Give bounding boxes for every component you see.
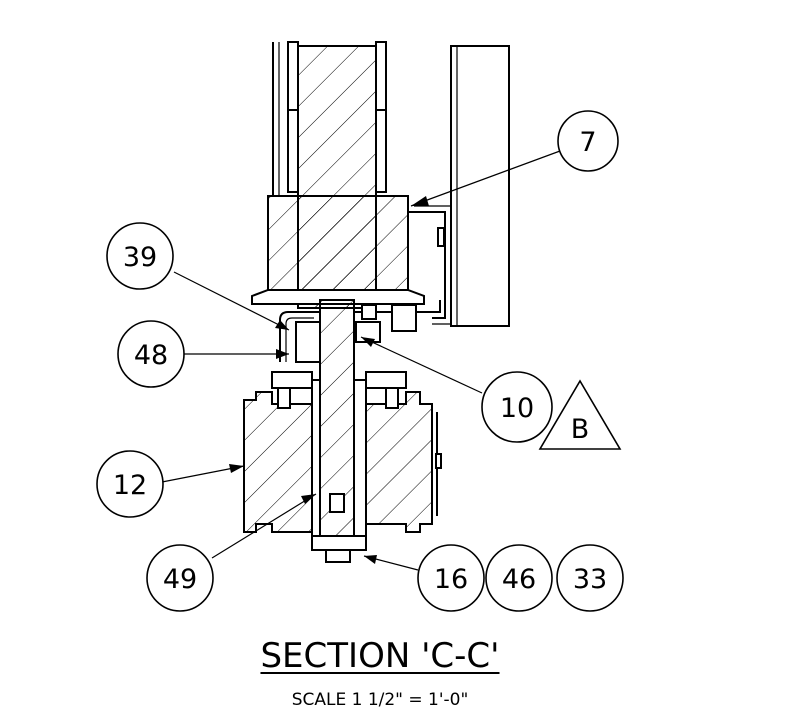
scale-note: SCALE 1 1/2" = 1'-0" (291, 690, 469, 710)
callout-10: 10 (481, 371, 553, 443)
detail-triangle-b: B (538, 379, 622, 450)
callout-12-label: 12 (113, 470, 147, 501)
callout-46: 46 (485, 544, 553, 612)
callout-48-label: 48 (134, 340, 168, 371)
callout-39-label: 39 (123, 242, 157, 273)
detail-ref-label: B (571, 414, 590, 445)
sleeve-and-bolt (311, 379, 367, 563)
callout-49-label: 49 (163, 564, 197, 595)
callout-10-label: 10 (500, 393, 534, 424)
callout-33-label: 33 (573, 564, 607, 595)
callout-33: 33 (556, 544, 624, 612)
leader-lines (161, 150, 561, 571)
callout-16-label: 16 (434, 564, 468, 595)
callout-39: 39 (106, 222, 174, 290)
callout-16: 16 (417, 544, 485, 612)
callout-7: 7 (557, 110, 619, 172)
base-collar (251, 195, 425, 309)
side-box (408, 45, 510, 327)
section-title: SECTION 'C-C' (260, 636, 500, 676)
bracket-assembly (279, 300, 441, 363)
callout-7-label: 7 (579, 127, 596, 158)
callout-48: 48 (117, 320, 185, 388)
callout-49: 49 (146, 544, 214, 612)
callout-12: 12 (96, 450, 164, 518)
callout-46-label: 46 (502, 564, 536, 595)
